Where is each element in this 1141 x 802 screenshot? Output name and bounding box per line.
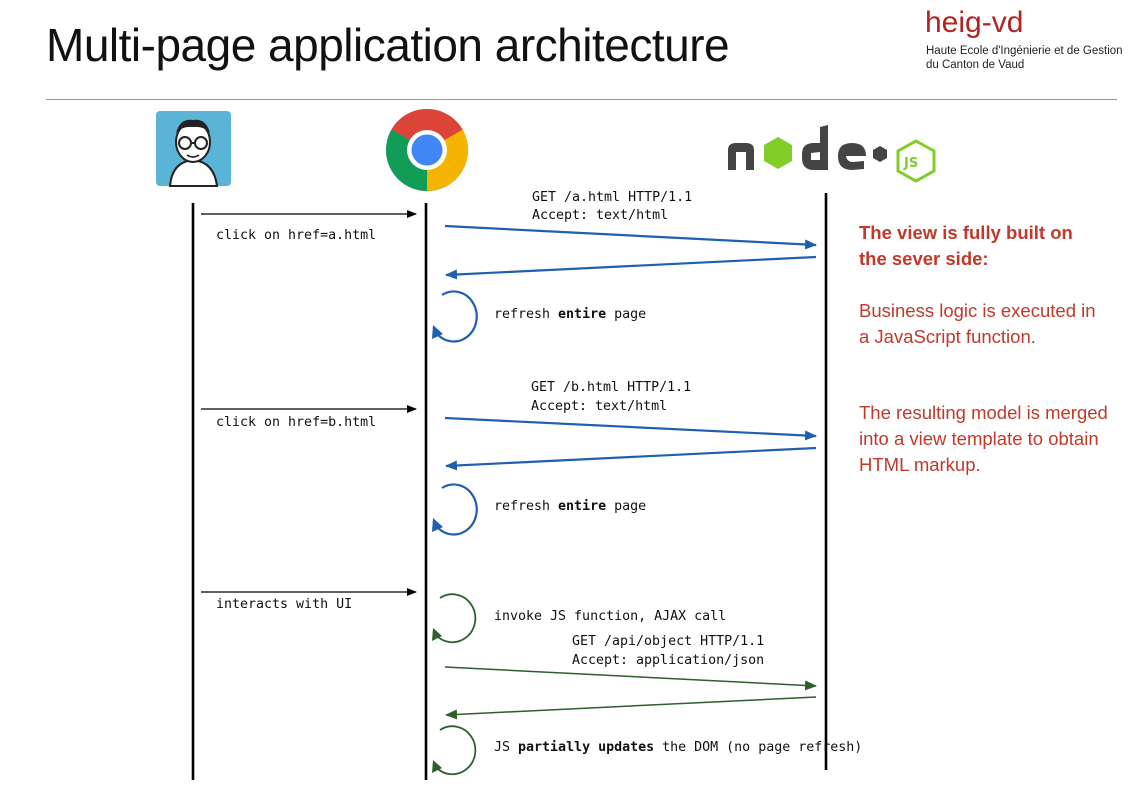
invoke-js-label: invoke JS function, AJAX call [494, 609, 727, 624]
partial-update-label: JS partially updates the DOM (no page re… [494, 740, 862, 755]
user-avatar-icon [156, 111, 231, 187]
refresh-loop-1-arrowhead [432, 325, 443, 339]
partial-update-pre: JS [494, 740, 519, 755]
refresh-loop-2-arrowhead [432, 518, 443, 532]
heig-vd-logo-name: heig-vd [925, 6, 1024, 39]
ajax-request-arrow [444, 666, 817, 691]
refresh-1-label: refresh entire page [494, 307, 646, 322]
refresh-2-label: refresh entire page [494, 499, 646, 514]
heig-vd-logo-subtitle: Haute Ecole d'Ingénierie et de Gestion d… [926, 44, 1123, 72]
request-b-line-1: GET /b.html HTTP/1.1 [531, 380, 692, 395]
request-a-line-2: Accept: text/html [532, 208, 669, 223]
response-a-arrow [445, 255, 817, 280]
note-heading: The view is fully built on the sever sid… [859, 222, 1073, 269]
request-api-line-1: GET /api/object HTTP/1.1 [572, 634, 765, 649]
request-b-arrow [444, 416, 817, 441]
partial-update-loop-arrowhead [432, 760, 442, 773]
invoke-js-loop-arrowhead [432, 628, 442, 641]
request-api-line-2: Accept: application/json [572, 653, 765, 668]
click-a-label: click on href=a.html [216, 228, 377, 243]
refresh-loop-1 [434, 290, 478, 343]
refresh-loop-2 [434, 483, 478, 536]
chrome-browser-icon [386, 109, 468, 191]
request-a-line-1: GET /a.html HTTP/1.1 [532, 190, 693, 205]
logo-line-2: du Canton de Vaud [926, 59, 1025, 71]
partial-update-post: the DOM (no page refresh) [654, 740, 863, 755]
logo-line-1: Haute Ecole d'Ingénierie et de Gestion [926, 45, 1123, 57]
partial-update-bold: partially updates [518, 740, 655, 755]
interacts-label: interacts with UI [216, 597, 353, 612]
refresh-2-post: page [606, 499, 647, 514]
note-paragraph-1: Business logic is executed in a JavaScri… [859, 300, 1096, 347]
refresh-1-post: page [606, 307, 647, 322]
svg-text:JS: JS [903, 156, 918, 171]
ajax-response-arrow [445, 696, 817, 720]
request-a-arrow [444, 224, 817, 250]
invoke-js-loop [434, 593, 477, 644]
refresh-2-bold: entire [558, 499, 607, 514]
note-paragraph-2: The resulting model is merged into a vie… [859, 402, 1108, 475]
page-title: Multi-page application architecture [46, 19, 730, 71]
partial-update-loop [434, 725, 477, 776]
response-b-arrow [445, 446, 817, 471]
title-divider [46, 99, 1117, 100]
nodejs-logo-icon: JS [728, 125, 936, 183]
request-b-line-2: Accept: text/html [531, 399, 668, 414]
refresh-1-bold: entire [558, 307, 607, 322]
refresh-1-pre: refresh [494, 307, 559, 322]
click-b-label: click on href=b.html [216, 415, 377, 430]
refresh-2-pre: refresh [494, 499, 559, 514]
